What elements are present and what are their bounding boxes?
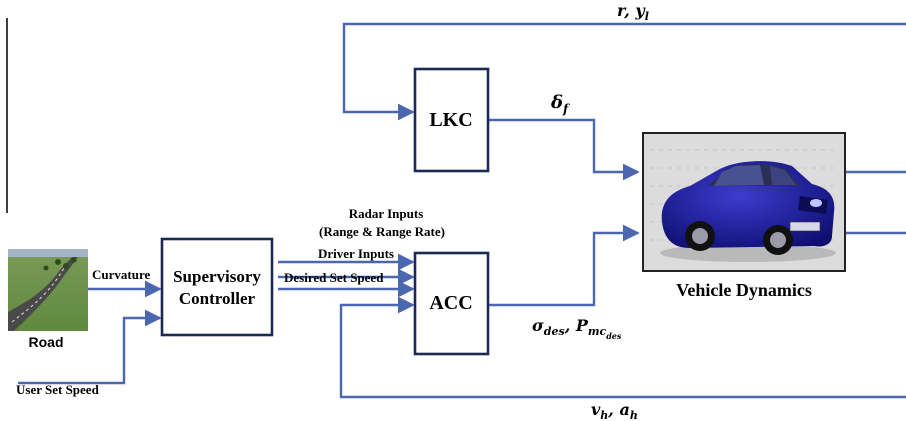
acc-label: ACC [429, 292, 472, 314]
supervisory-label-line2: Controller [179, 289, 256, 308]
curvature-label: Curvature [92, 267, 150, 282]
r-yl-label: r, yl [617, 1, 649, 23]
driver-inputs-label: Driver Inputs [318, 246, 394, 261]
user-set-speed-label: User Set Speed [16, 382, 100, 397]
lkc-label: LKC [429, 109, 472, 131]
supervisory-controller-block [160, 237, 274, 337]
sigma-pmc-label: σdes, Pmcdes [532, 316, 622, 341]
radar-inputs-label: Radar Inputs [349, 206, 424, 221]
supervisory-label-line1: Supervisory [173, 267, 261, 286]
radar-inputs-detail-label: (Range & Range Rate) [319, 224, 445, 239]
feedback-wire-vh-ah [339, 296, 906, 399]
blue-car-image [660, 161, 836, 262]
wire-delta-f [488, 118, 640, 181]
lkc-block [413, 67, 490, 173]
wire-user-set-speed [18, 309, 162, 385]
desired-set-speed-label: Desired Set Speed [284, 270, 384, 285]
acc-block [413, 251, 490, 356]
delta-f-label: δf [550, 92, 570, 116]
wire-acc-output [488, 224, 640, 307]
vehicle-dynamics-block [642, 132, 846, 272]
road-thumbnail-image [8, 249, 88, 331]
vh-ah-label: vh, ah [591, 400, 638, 421]
vehicle-dynamics-label: Vehicle Dynamics [676, 280, 812, 300]
feedback-wire-r-yl [342, 22, 906, 121]
road-label: Road [29, 334, 64, 350]
